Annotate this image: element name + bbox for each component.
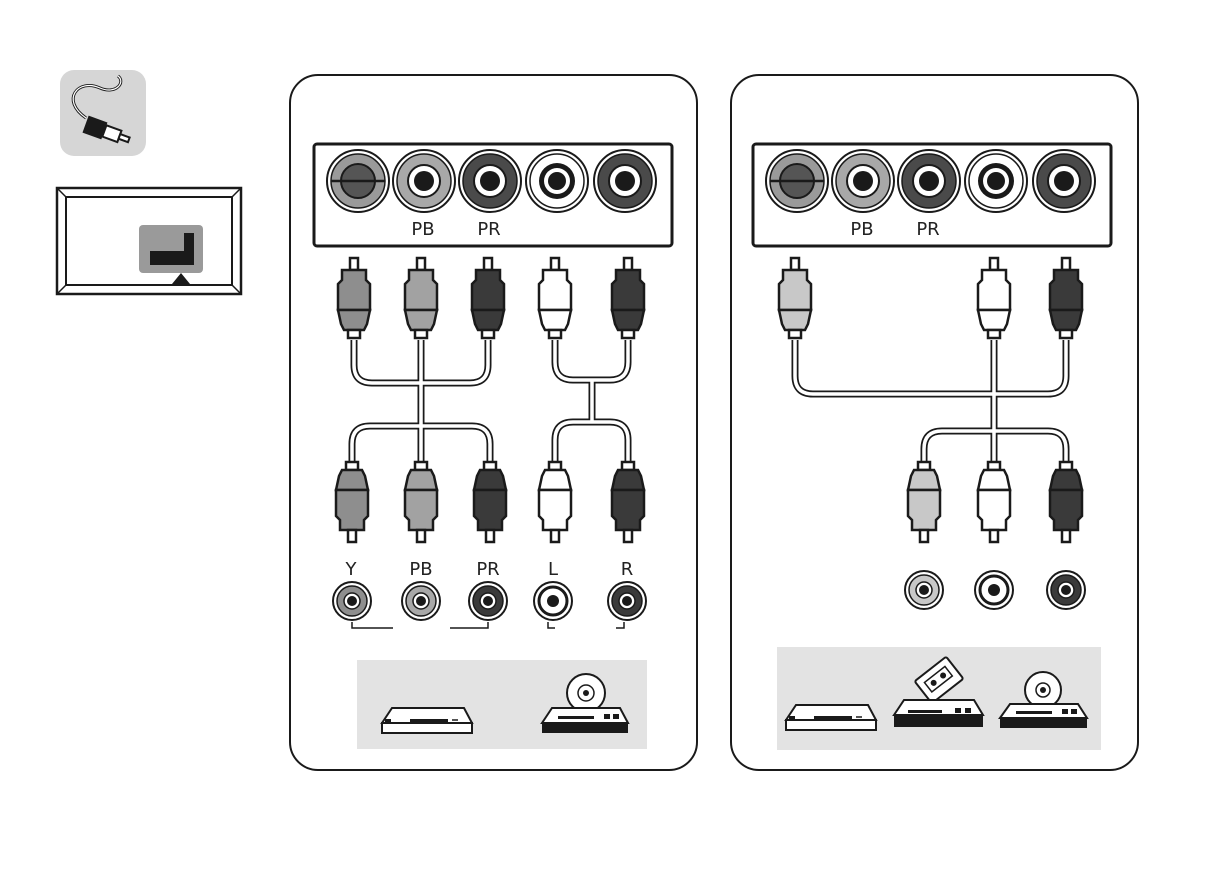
left-bottom-label-pr: PR <box>476 559 499 580</box>
right-tv-jack-y <box>766 150 828 212</box>
left-device-jack-pr <box>469 582 507 620</box>
left-top-label-pb: PB <box>411 219 434 240</box>
left-bottom-plug-pr <box>474 462 506 542</box>
left-tv-jack-pr <box>459 150 521 212</box>
right-bottom-plugs <box>908 462 1082 542</box>
left-top-plug-r <box>612 258 644 338</box>
left-top-plug-l <box>539 258 571 338</box>
left-top-plug-pb <box>405 258 437 338</box>
right-top-plug-r <box>1050 258 1082 338</box>
dvd-recorder-icon <box>382 708 472 733</box>
left-bottom-plug-pb <box>405 462 437 542</box>
right-panel: PB PR <box>731 75 1138 770</box>
left-top-plug-pr <box>472 258 504 338</box>
left-tv-jack-r <box>594 150 656 212</box>
dvd-recorder-icon <box>786 705 876 730</box>
right-device-jack-l <box>975 571 1013 609</box>
left-device-box <box>357 660 647 749</box>
right-bottom-plug-video <box>908 462 940 542</box>
left-top-plug-y <box>338 258 370 338</box>
cable-connector-icon <box>60 70 146 156</box>
tv-back-panel-icon <box>57 188 241 294</box>
left-bottom-plug-r <box>612 462 644 542</box>
right-device-box <box>777 647 1101 750</box>
left-device-jack-l <box>534 582 572 620</box>
right-tv-connector-strip: PB PR <box>753 144 1111 246</box>
left-tv-jack-pb <box>393 150 455 212</box>
right-bottom-plug-r <box>1050 462 1082 542</box>
right-top-label-pr: PR <box>916 219 939 240</box>
left-device-jack-r <box>608 582 646 620</box>
left-tv-connector-strip: PB PR <box>314 144 672 246</box>
left-bottom-label-pb: PB <box>409 559 432 580</box>
left-bottom-plug-l <box>539 462 571 542</box>
left-tv-jack-y <box>327 150 389 212</box>
right-device-jacks <box>905 571 1085 609</box>
left-top-label-pr: PR <box>477 219 500 240</box>
left-device-jack-pb <box>402 582 440 620</box>
right-device-jack-video <box>905 571 943 609</box>
right-tv-jack-pr <box>898 150 960 212</box>
left-bottom-label-l: L <box>548 559 558 580</box>
right-top-plug-l <box>978 258 1010 338</box>
left-bottom-plug-y <box>336 462 368 542</box>
left-device-jack-y <box>333 582 371 620</box>
right-tv-jack-r <box>1033 150 1095 212</box>
right-tv-jack-pb <box>832 150 894 212</box>
right-top-plug-video <box>779 258 811 338</box>
left-tv-jack-l <box>526 150 588 212</box>
left-panel: PB PR <box>290 75 697 770</box>
right-device-jack-r <box>1047 571 1085 609</box>
left-bottom-label-y: Y <box>345 559 358 580</box>
left-bottom-label-r: R <box>621 559 634 580</box>
right-bottom-plug-l <box>978 462 1010 542</box>
right-tv-jack-l <box>965 150 1027 212</box>
right-top-label-pb: PB <box>850 219 873 240</box>
